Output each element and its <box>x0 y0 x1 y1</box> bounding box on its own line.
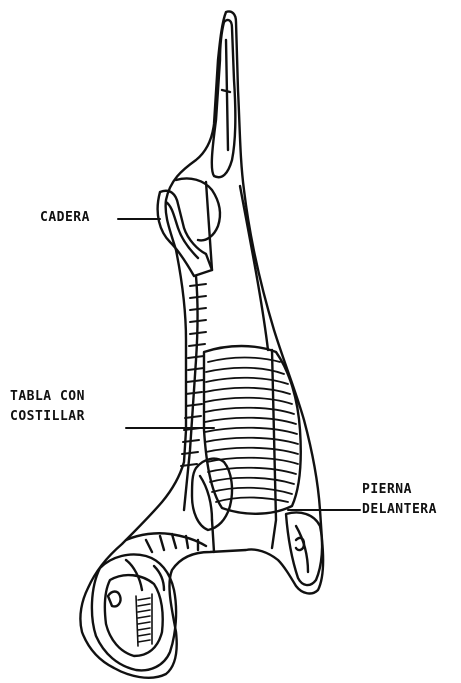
label-cadera: CADERA <box>40 208 90 228</box>
label-pierna-line2: DELANTERA <box>362 500 437 520</box>
fore-leg-joint <box>296 538 304 550</box>
cut-line-d <box>212 520 214 552</box>
label-cadera-text: CADERA <box>40 208 90 228</box>
cut-line-a <box>240 186 268 350</box>
eye-socket <box>108 592 121 607</box>
hind-shank-bone <box>222 40 230 150</box>
neck-vertebrae <box>146 534 198 552</box>
ribs <box>205 358 298 503</box>
neck-outline <box>126 533 206 546</box>
pelvis <box>176 178 220 240</box>
label-tabla-line1: TABLA CON <box>10 387 85 407</box>
label-tabla-line2: COSTILLAR <box>10 407 85 427</box>
label-tabla-con-costillar: TABLA CON COSTILLAR <box>10 387 85 427</box>
teeth <box>136 594 152 646</box>
label-pierna-line1: PIERNA <box>362 480 437 500</box>
label-pierna-delantera: PIERNA DELANTERA <box>362 480 437 520</box>
head-inner <box>105 575 163 656</box>
